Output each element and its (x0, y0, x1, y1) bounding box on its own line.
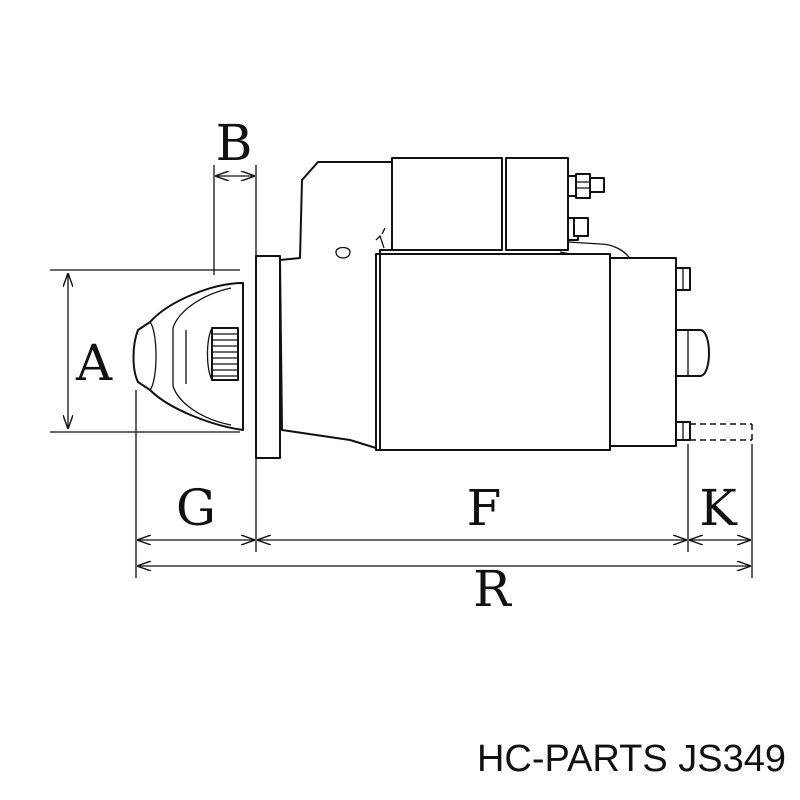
motor-yoke (375, 253, 611, 451)
dimension-k (690, 444, 753, 578)
solenoid-body (391, 157, 503, 251)
solenoid-terminal (567, 173, 605, 199)
label-g: G (176, 479, 216, 537)
label-a: A (75, 334, 113, 392)
label-r: R (473, 560, 512, 618)
dimension-a (50, 269, 240, 433)
dimension-g (135, 390, 257, 578)
pinion-gear (211, 327, 239, 381)
dimension-f (258, 444, 689, 552)
label-k: K (699, 479, 738, 537)
optional-extension (690, 423, 753, 441)
dimension-b (213, 165, 257, 275)
label-b: B (216, 114, 253, 172)
solenoid-cap (505, 157, 569, 251)
label-f: F (467, 479, 502, 537)
lever-housing (279, 161, 393, 449)
through-bolt-bottom (675, 421, 691, 441)
brand-part-number: HC-PARTS JS349 (476, 738, 786, 780)
through-bolt-top (675, 267, 691, 291)
solenoid-terminal-small (567, 217, 589, 241)
end-cap-boss (675, 329, 710, 377)
mounting-flange (255, 255, 281, 459)
commutator-end-cap (609, 257, 677, 447)
starter-motor (132, 157, 753, 459)
drive-end-housing (132, 282, 244, 431)
